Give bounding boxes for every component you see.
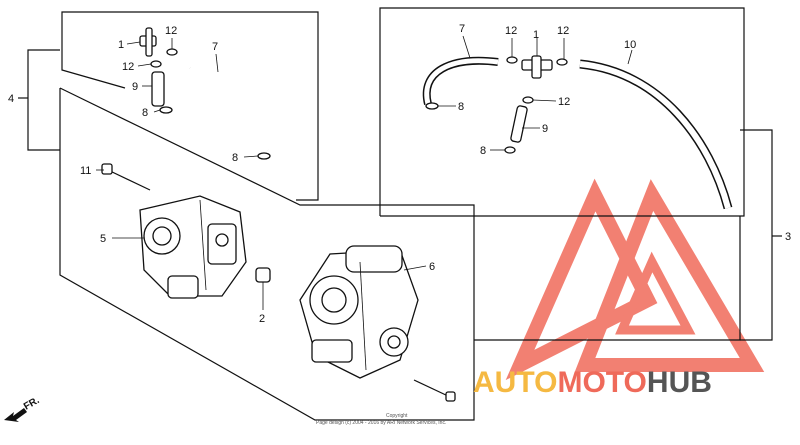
- clip-left-upper: [166, 48, 178, 56]
- direction-indicator: FR.: [4, 395, 42, 422]
- copyright-notice: Copyright Page design (c) 2004 - 2016 by…: [316, 413, 446, 426]
- carburetor-right: [299, 245, 419, 379]
- callout-8-left: 8: [142, 107, 148, 119]
- callout-numbers: 1 12 12 9 8 7 8 4 7 12 1 12 10 8 12 9 8 …: [8, 23, 791, 325]
- callout-12-left-top: 12: [165, 25, 177, 37]
- clip-right-b: [556, 58, 568, 66]
- box-lower-right: [474, 216, 741, 341]
- box-carburetors: [59, 87, 475, 421]
- callout-3: 3: [785, 231, 791, 243]
- hose-right-7: [422, 56, 499, 110]
- clip-left-lower: [150, 60, 162, 68]
- front-arrow-icon: [4, 408, 27, 422]
- callout-7-right: 7: [459, 23, 465, 35]
- t-joint-left: [139, 27, 157, 57]
- box-right-hoses: [379, 7, 745, 217]
- watermark-auto: AUTO: [473, 366, 557, 399]
- tube-short-left: [151, 71, 173, 114]
- copyright-line-2: Page design (c) 2004 - 2016 by ARI Netwo…: [316, 420, 446, 426]
- callout-12-right-a: 12: [505, 25, 517, 37]
- callout-1-left: 1: [118, 39, 124, 51]
- callout-12-right-c: 12: [558, 96, 570, 108]
- screw-long-11: [101, 163, 151, 191]
- callout-4: 4: [8, 93, 14, 105]
- watermark-logo: [505, 178, 765, 381]
- hose-left-7: [189, 66, 271, 160]
- clip-right-a: [506, 56, 518, 64]
- tube-short-right: [504, 105, 528, 154]
- box-left-hoses: [61, 11, 319, 201]
- assembly-bracket-4: [18, 49, 60, 151]
- callout-9-left: 9: [132, 81, 138, 93]
- t-joint-right: [521, 55, 553, 79]
- hose-long-10: [579, 59, 733, 210]
- clip-right-c: [522, 96, 534, 104]
- callout-1-right: 1: [533, 29, 539, 41]
- watermark-moto: MOTO: [557, 366, 646, 399]
- watermark-hub: HUB: [647, 366, 712, 399]
- callout-12-left-mid: 12: [122, 61, 134, 73]
- callout-8-left-lower: 8: [232, 152, 238, 164]
- callout-9-right: 9: [542, 123, 548, 135]
- callout-12-right-b: 12: [557, 25, 569, 37]
- callout-8-right-top: 8: [458, 101, 464, 113]
- screw-long-bottom: [413, 379, 456, 402]
- leader-lines: [96, 35, 633, 310]
- callout-6: 6: [429, 261, 435, 273]
- callout-5: 5: [100, 233, 106, 245]
- callout-7-left: 7: [212, 41, 218, 53]
- callout-11: 11: [80, 165, 91, 177]
- watermark-text: AUTOMOTOHUB: [473, 366, 712, 399]
- carburetor-left: [139, 195, 247, 299]
- assembly-bracket-3: [740, 129, 782, 341]
- callout-8-right-bottom: 8: [480, 145, 486, 157]
- direction-label: FR.: [22, 395, 42, 413]
- nut-part-2: [255, 267, 271, 300]
- callout-2: 2: [259, 313, 265, 325]
- copyright-line-1: Copyright: [386, 413, 408, 419]
- callout-10: 10: [624, 39, 636, 51]
